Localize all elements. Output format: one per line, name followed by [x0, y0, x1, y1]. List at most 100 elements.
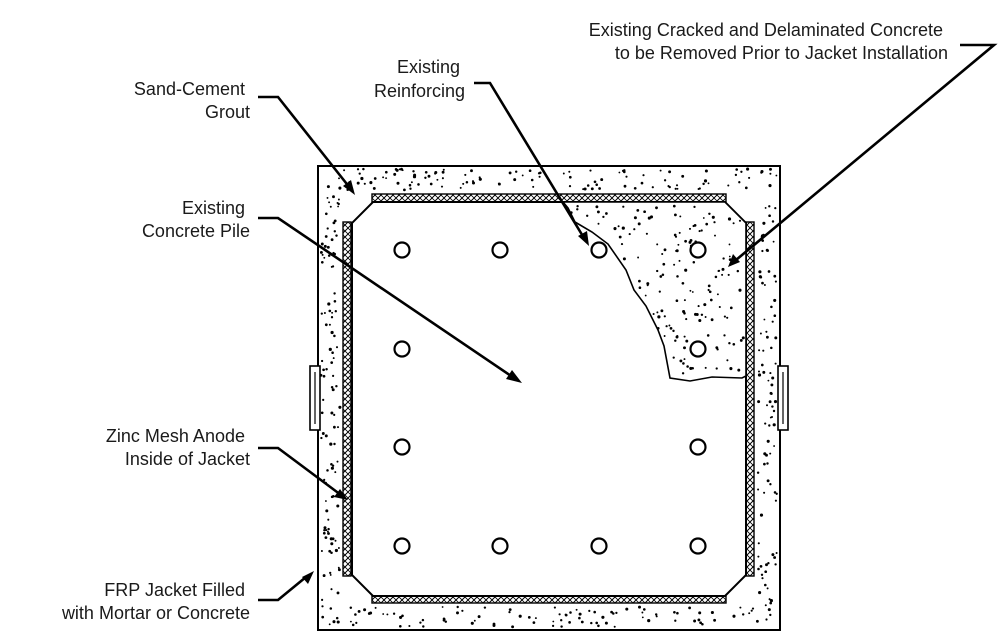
stipple-dot	[442, 168, 445, 171]
stipple-dot	[713, 618, 717, 622]
stipple-dot	[775, 551, 778, 555]
stipple-dot	[672, 356, 675, 359]
stipple-dot	[601, 615, 605, 619]
stipple-dot	[568, 170, 571, 173]
stipple-dot	[461, 609, 464, 612]
stipple-dot	[564, 613, 568, 617]
stipple-dot	[676, 275, 679, 278]
stipple-dot	[763, 318, 766, 321]
stipple-dot	[672, 204, 676, 208]
stipple-dot	[373, 177, 377, 180]
stipple-dot	[773, 274, 777, 278]
stipple-dot	[769, 599, 773, 603]
stipple-dot	[762, 221, 766, 225]
stipple-dot	[595, 183, 598, 186]
stipple-dot	[772, 240, 775, 243]
stipple-dot	[508, 608, 512, 611]
stipple-dot	[323, 526, 327, 530]
stipple-dot	[708, 290, 712, 294]
stipple-dot	[702, 217, 705, 219]
stipple-dot	[739, 338, 743, 342]
stipple-dot	[336, 460, 339, 463]
stipple-dot	[327, 518, 330, 521]
stipple-dot	[319, 250, 323, 254]
stipple-dot	[761, 249, 764, 253]
stipple-dot	[618, 171, 621, 174]
stipple-dot	[714, 275, 718, 279]
label-existing-reinforcing: Existing Reinforcing	[374, 57, 465, 101]
stipple-dot	[534, 617, 537, 620]
stipple-dot	[769, 167, 772, 171]
stipple-dot	[766, 335, 769, 339]
stipple-dot	[703, 303, 707, 307]
stipple-dot	[338, 186, 342, 190]
stipple-dot	[589, 169, 592, 172]
leader-zinc-mesh	[258, 446, 348, 500]
stipple-dot	[330, 330, 334, 335]
stipple-dot	[429, 182, 433, 186]
stipple-dot	[722, 257, 725, 260]
label-frp-jacket: FRP Jacket Filled with Mortar or Concret…	[61, 580, 250, 623]
stipple-dot	[767, 608, 771, 612]
stipple-dot	[321, 605, 324, 608]
stipple-dot	[774, 499, 777, 502]
stipple-dot	[333, 442, 336, 446]
stipple-dot	[395, 168, 399, 172]
stipple-dot	[765, 618, 768, 621]
stipple-dot	[641, 611, 644, 614]
stipple-dot	[492, 624, 496, 627]
stipple-dot	[769, 483, 772, 486]
stipple-dot	[646, 282, 650, 286]
stipple-dot	[726, 359, 729, 362]
stipple-dot	[714, 234, 716, 237]
stipple-dot	[760, 169, 764, 174]
stipple-dot	[330, 542, 334, 546]
stipple-dot	[704, 169, 708, 173]
stipple-dot	[691, 291, 694, 293]
stipple-dot	[744, 186, 748, 190]
stipple-dot	[766, 462, 769, 465]
stipple-dot	[764, 604, 767, 607]
stipple-dot	[470, 169, 473, 173]
rebar	[689, 537, 707, 555]
stipple-dot	[769, 601, 773, 605]
stipple-dot	[408, 183, 412, 187]
stipple-dot	[757, 488, 760, 491]
stipple-dot	[483, 606, 487, 609]
stipple-dot	[758, 349, 761, 352]
stipple-dot	[409, 187, 412, 190]
stipple-dot	[328, 201, 331, 204]
stipple-dot	[640, 181, 644, 185]
stipple-dot	[770, 346, 773, 350]
cracked-concrete-stipple	[569, 204, 745, 375]
stipple-dot	[400, 167, 403, 171]
stipple-dot	[760, 363, 764, 367]
stipple-dot	[771, 416, 773, 418]
stipple-dot	[422, 625, 425, 628]
stipple-dot	[321, 432, 325, 435]
stipple-dot	[332, 357, 335, 360]
stipple-dot	[740, 170, 743, 173]
stipple-dot	[628, 233, 631, 236]
stipple-dot	[320, 549, 323, 553]
stipple-dot	[767, 379, 770, 382]
stipple-dot	[676, 187, 679, 190]
stipple-dot	[335, 616, 339, 620]
stipple-dot	[513, 178, 517, 182]
stipple-dot	[497, 182, 501, 186]
stipple-dot	[360, 176, 364, 181]
stipple-dot	[337, 568, 341, 572]
stipple-dot	[766, 479, 770, 483]
stipple-dot	[774, 362, 777, 365]
stipple-dot	[748, 612, 751, 615]
stipple-dot	[721, 273, 724, 276]
stipple-dot	[333, 334, 336, 338]
stipple-dot	[553, 606, 556, 609]
stipple-dot	[727, 217, 732, 221]
stipple-dot	[330, 463, 333, 466]
stipple-dot	[764, 570, 768, 574]
stipple-dot	[335, 346, 339, 349]
stipple-dot	[685, 339, 689, 343]
stipple-dot	[652, 312, 655, 316]
stipple-dot	[656, 311, 659, 314]
